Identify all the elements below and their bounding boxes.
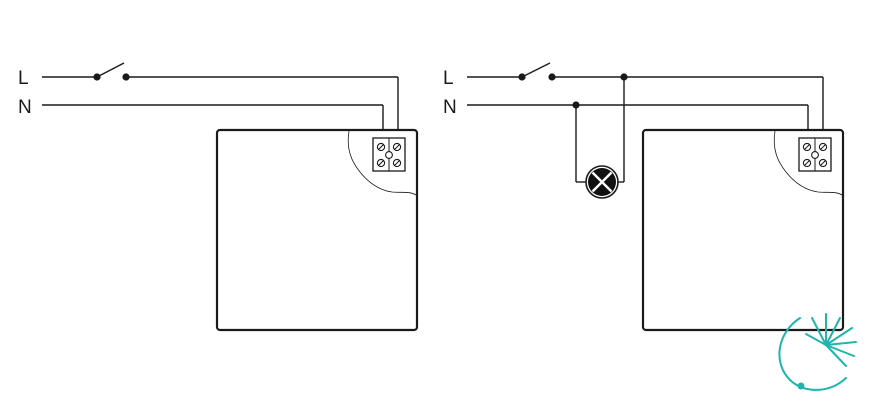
line-label-right: L <box>443 68 454 89</box>
line-wire-right <box>467 76 824 138</box>
line-label-left: L <box>18 68 29 89</box>
terminal-block-icon <box>798 137 832 172</box>
spst-switch-icon <box>93 62 130 81</box>
terminal-block-icon <box>372 137 406 172</box>
spst-switch-icon <box>518 62 556 81</box>
diagram-right: L N <box>443 62 845 332</box>
neutral-label-right: N <box>443 97 457 118</box>
diagram-left: L N <box>18 62 419 332</box>
line-wire-left <box>42 76 399 138</box>
cutaway-line-right <box>773 130 843 196</box>
neutral-label-left: N <box>18 97 32 118</box>
cutaway-line-left <box>347 130 417 196</box>
brand-logo-icon <box>778 313 857 391</box>
lamp-icon <box>585 165 619 199</box>
